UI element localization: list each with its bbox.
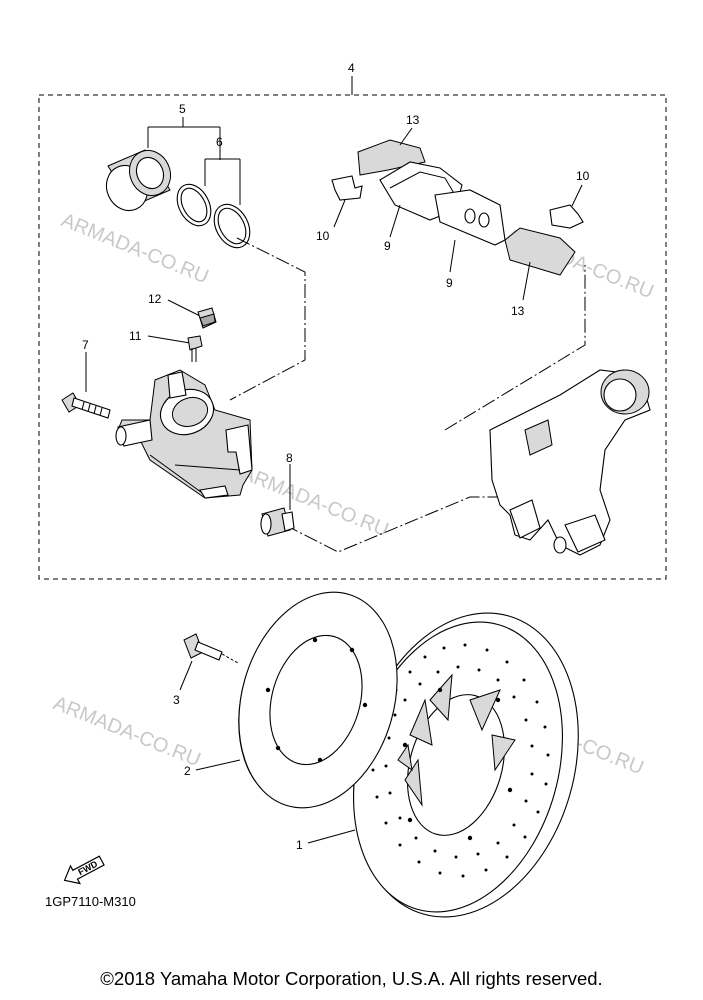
callout-8: 8 bbox=[286, 451, 293, 465]
caliper-piston bbox=[105, 149, 172, 212]
disc-adapter-plate bbox=[238, 591, 398, 809]
leader-lines bbox=[195, 759, 356, 844]
watermark: ARMADA-CO.RU bbox=[238, 462, 392, 541]
diagram-part-code: 1GP7110-M310 bbox=[45, 894, 136, 909]
caliper-assembly-box bbox=[38, 94, 667, 580]
bleed-screw bbox=[147, 335, 203, 362]
piston-seals bbox=[176, 183, 251, 249]
callout-3: 3 bbox=[173, 693, 180, 707]
caliper-body bbox=[115, 369, 253, 499]
fwd-arrow-icon: FWD bbox=[63, 855, 105, 885]
callout-7: 7 bbox=[82, 338, 89, 352]
brake-pad-right bbox=[434, 189, 506, 273]
callout-1: 1 bbox=[296, 838, 303, 852]
watermark: ARMADA-CO.RU bbox=[50, 692, 204, 771]
callout-10b: 10 bbox=[576, 169, 590, 183]
callout-13a: 13 bbox=[406, 113, 420, 127]
pad-spring-right bbox=[549, 184, 584, 229]
caliper-bracket bbox=[489, 369, 651, 556]
callout-12: 12 bbox=[148, 292, 162, 306]
bleed-screw-cap bbox=[167, 299, 217, 329]
pad-shim-bottom bbox=[504, 227, 576, 301]
callout-labels: 1 2 3 4 5 6 7 8 9 9 10 10 11 12 13 13 bbox=[82, 61, 590, 852]
callout-9a: 9 bbox=[384, 239, 391, 253]
pad-spring-left bbox=[331, 175, 363, 228]
callout-9b: 9 bbox=[446, 276, 453, 290]
callout-13b: 13 bbox=[511, 304, 525, 318]
copyright-notice: ©2018 Yamaha Motor Corporation, U.S.A. A… bbox=[100, 968, 603, 989]
callout-5: 5 bbox=[179, 102, 186, 116]
bracket-6 bbox=[204, 149, 241, 205]
callout-10a: 10 bbox=[316, 229, 330, 243]
brake-disc bbox=[353, 612, 579, 918]
caliper-bolt bbox=[61, 352, 111, 419]
disc-bolt bbox=[179, 633, 239, 691]
slide-pin-boot bbox=[260, 464, 295, 537]
callout-11: 11 bbox=[129, 329, 142, 343]
callout-4: 4 bbox=[348, 61, 355, 75]
callout-6: 6 bbox=[216, 135, 223, 149]
pad-shim-top bbox=[357, 127, 426, 176]
callout-2: 2 bbox=[184, 764, 191, 778]
